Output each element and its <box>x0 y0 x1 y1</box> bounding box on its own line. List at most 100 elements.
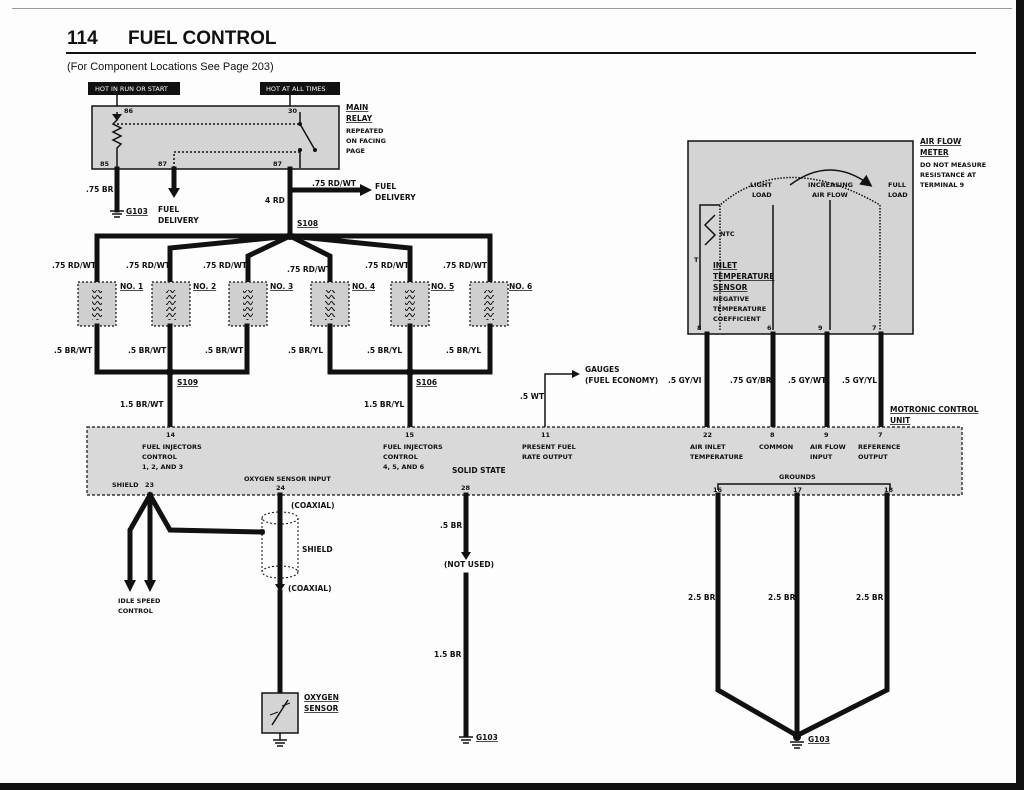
gauges-output: GAUGES (FUEL ECONOMY) .5 WT <box>520 365 658 427</box>
oxygen-sensor: OXYGEN SENSOR <box>261 692 339 747</box>
fuel-delivery-right-1: FUEL <box>375 182 396 191</box>
hot-all-tag <box>260 82 340 95</box>
relay-label-2: RELAY <box>346 114 373 123</box>
ecu-pin-8: 8 <box>770 431 775 439</box>
afm-increasing-2: AIR FLOW <box>812 191 848 199</box>
inj6-feed-label: .75 RD/WT <box>443 261 488 270</box>
ecu-inj1-2: CONTROL <box>142 453 177 461</box>
afm-wire-gybr: .75 GY/BR <box>730 376 772 385</box>
afm-pin-6: 6 <box>767 324 772 332</box>
ecu-inj1-1: FUEL INJECTORS <box>142 443 202 451</box>
relay-pin-87-left: 87 <box>158 160 167 168</box>
idle-speed-2: CONTROL <box>118 607 153 615</box>
ecu-pin-14: 14 <box>166 431 176 439</box>
gauges-label-1: GAUGES <box>585 365 620 374</box>
ecu-label-1: MOTRONIC CONTROL <box>890 405 979 414</box>
injector-2-label: NO. 2 <box>193 282 216 291</box>
ground-symbol-relay <box>110 210 124 218</box>
afm-full-load-2: LOAD <box>888 191 908 199</box>
afm-label-1: AIR FLOW <box>920 137 962 146</box>
afm-ntc: NTC <box>720 230 735 238</box>
relay-pin-86: 86 <box>124 107 134 115</box>
injector-6-label: NO. 6 <box>509 282 532 291</box>
air-flow-meter-box <box>687 140 914 335</box>
wire-28-low-label: 1.5 BR <box>434 650 462 659</box>
ecu-pin-16: 16 <box>713 486 723 494</box>
page-title: FUEL CONTROL <box>128 28 277 49</box>
inj4-feed-label: .75 RD/WT <box>287 265 332 274</box>
gauges-wire-label: .5 WT <box>520 392 545 401</box>
shield-cylinder <box>259 511 299 579</box>
afm-pin-9: 9 <box>818 324 823 332</box>
fuel-delivery-left-1: FUEL <box>158 205 179 214</box>
air-flow-meter: LIGHT LOAD FULL LOAD INCREASING AIR FLOW… <box>668 137 986 430</box>
ecu-reference-1: REFERENCE <box>858 443 900 451</box>
relay-pin-85: 85 <box>100 160 110 168</box>
scan-edge-bottom <box>0 783 1024 790</box>
afm-light-load-2: LOAD <box>752 191 772 199</box>
main-relay-box <box>91 105 340 170</box>
idle-speed-1: IDLE SPEED <box>118 597 161 605</box>
relay-outputs: .75 BR G103 FUEL DELIVERY 4 RD .75 RD/WT… <box>86 166 416 235</box>
ground-main-label: G103 <box>808 735 830 744</box>
relay-label-4: ON FACING <box>346 137 386 145</box>
inj5-feed-label: .75 RD/WT <box>365 261 410 270</box>
ecu-pin-11: 11 <box>541 431 551 439</box>
afm-label-5: TERMINAL 9 <box>920 181 965 189</box>
ecu-pin-9: 9 <box>824 431 829 439</box>
afm-label-4: RESISTANCE AT <box>920 171 977 179</box>
relay-coil <box>111 112 123 168</box>
coaxial-top: (COAXIAL) <box>291 501 335 510</box>
injector-4-label: NO. 4 <box>352 282 375 291</box>
top-rule <box>12 8 1012 9</box>
hot-run-tag-label: HOT IN RUN OR START <box>95 85 168 93</box>
hot-all-tag-label: HOT AT ALL TIMES <box>266 85 326 93</box>
motronic-control-unit: MOTRONIC CONTROL UNIT 14 15 11 22 8 9 7 … <box>86 405 979 496</box>
injector-3-label: NO. 3 <box>270 282 293 291</box>
bank1-wire-label: 1.5 BR/WT <box>120 400 164 409</box>
ecu-af-input-1: AIR FLOW <box>810 443 846 451</box>
ecu-label-2: UNIT <box>890 416 911 425</box>
ecu-inj2-1: FUEL INJECTORS <box>383 443 443 451</box>
afm-sensor-6: COEFFICIENT <box>713 315 761 323</box>
injector-3: NO. 3 <box>228 281 293 327</box>
inj2-feed-label: .75 RD/WT <box>126 261 171 270</box>
inj1-return-label: .5 BR/WT <box>54 346 93 355</box>
shield-label: SHIELD <box>302 545 333 554</box>
inj2-return-label: .5 BR/WT <box>128 346 167 355</box>
injectors: .75 RD/WT .75 RD/WT .75 RD/WT .75 RD/WT … <box>52 261 532 430</box>
ecu-inj2-3: 4, 5, AND 6 <box>383 463 425 471</box>
ecu-pin-17: 17 <box>793 486 802 494</box>
injector-5: NO. 5 <box>390 281 454 327</box>
splice-s108: S108 <box>94 219 493 285</box>
ground-wire-1-label: 2.5 BR <box>688 593 716 602</box>
ecu-box <box>86 426 963 496</box>
afm-light-load-1: LIGHT <box>750 181 772 189</box>
ground-wire-2-label: 2.5 BR <box>768 593 796 602</box>
ecu-air-inlet-1: AIR INLET <box>690 443 726 451</box>
ecu-pin-28: 28 <box>461 484 471 492</box>
inj3-feed-label: .75 RD/WT <box>203 261 248 270</box>
hot-run-tag <box>88 82 180 95</box>
afm-sensor-4: NEGATIVE <box>713 295 749 303</box>
ecu-o2-input: OXYGEN SENSOR INPUT <box>244 475 331 483</box>
ecu-fuel-rate-2: RATE OUTPUT <box>522 453 573 461</box>
splice-label-s106: S106 <box>416 378 437 387</box>
wire-28-label: .5 BR <box>440 521 462 530</box>
wire-label-75rdwt-top: .75 RD/WT <box>312 179 357 188</box>
o2-sensor-1: OXYGEN <box>304 693 339 702</box>
main-relay: HOT IN RUN OR START HOT AT ALL TIMES 86 … <box>88 82 386 170</box>
injector-1-label: NO. 1 <box>120 282 143 291</box>
injector-6: NO. 6 <box>469 281 532 327</box>
wire-label-4rd: 4 RD <box>265 196 285 205</box>
ecu-grounds: GROUNDS <box>779 473 816 481</box>
ecu-pin-24: 24 <box>276 484 286 492</box>
afm-wire-gyvi: .5 GY/VI <box>668 376 702 385</box>
inj4-return-label: .5 BR/YL <box>288 346 323 355</box>
scan-edge-right <box>1016 0 1024 790</box>
afm-wire-gywt: .5 GY/WT <box>788 376 827 385</box>
relay-pin-30: 30 <box>288 107 298 115</box>
afm-pin-7: 7 <box>872 324 877 332</box>
ecu-pin-15: 15 <box>405 431 415 439</box>
